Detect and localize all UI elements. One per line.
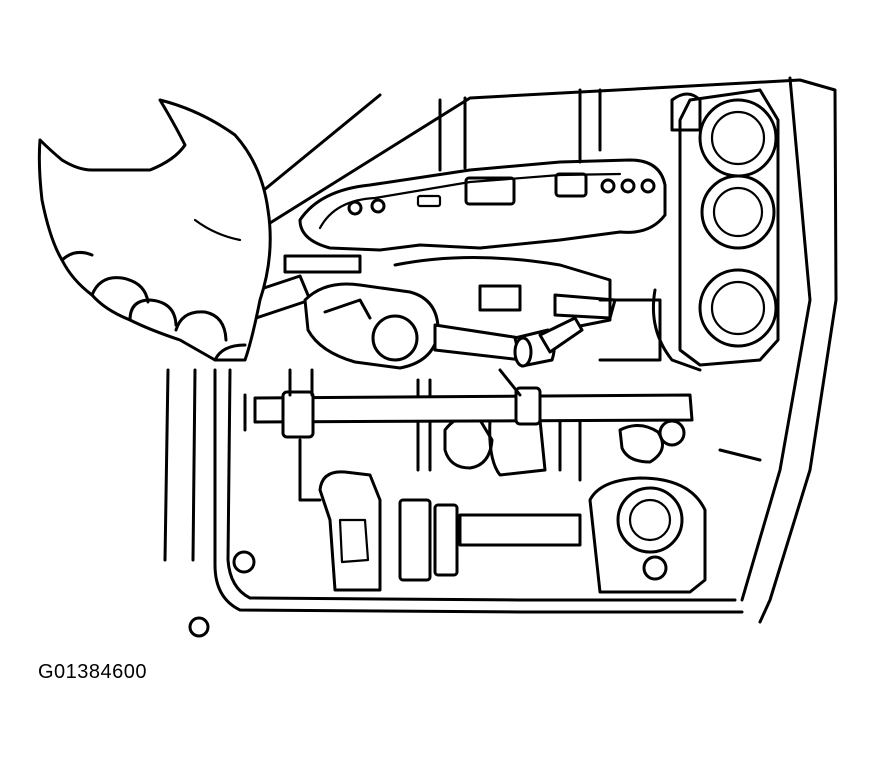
control-shaft	[245, 370, 692, 437]
hand	[39, 100, 270, 360]
lower-plate	[234, 440, 705, 592]
upper-plate	[285, 90, 665, 272]
figure-code: G01384600	[38, 661, 148, 683]
bolt-hole-icon	[190, 618, 208, 636]
socket-icon	[373, 316, 417, 360]
case-outline	[165, 78, 836, 636]
accumulator-cylinders	[653, 90, 778, 370]
extension-end-icon	[515, 338, 531, 366]
ratchet-wrench	[240, 276, 582, 395]
